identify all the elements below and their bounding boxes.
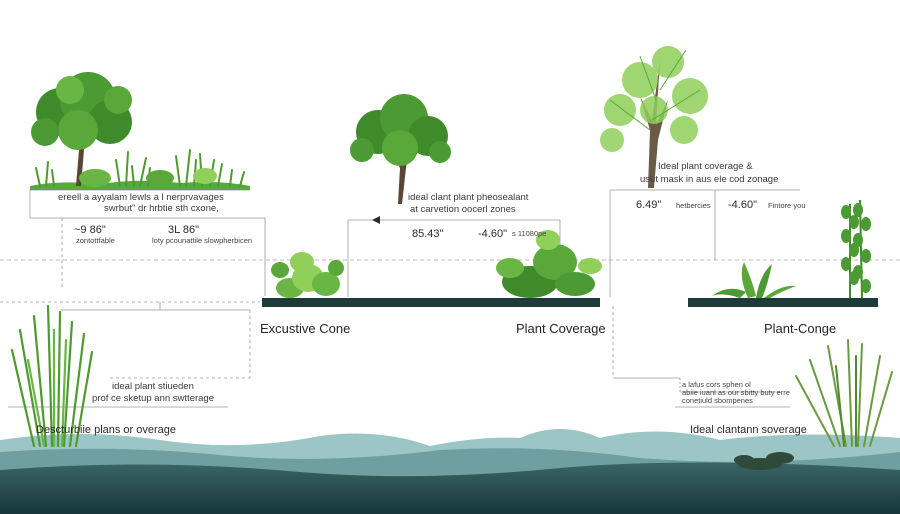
shrub-icon	[271, 252, 344, 298]
grass-tuft-icon	[10, 304, 94, 448]
left-stat-b-value: 3L 86"	[168, 224, 200, 236]
center-stat-b-label: s 11080pe	[512, 229, 547, 238]
agave-icon	[712, 262, 796, 298]
center-stat-a-value: 85.43"	[412, 228, 444, 240]
right-caption-line1: Ideal plant coverage &	[658, 161, 753, 172]
right-stat-b-value: -4.60"	[728, 199, 757, 211]
left-stat-a-value: ~9 86"	[74, 224, 106, 236]
left-stat-b-label: loty pcounattile slowpherbicen	[152, 236, 253, 245]
zone-label-plant-conge: Plant-Conge	[764, 321, 837, 336]
leafless-tree-icon	[600, 46, 708, 188]
arrow-left-icon	[372, 216, 380, 224]
grass-tuft-icon	[795, 339, 893, 447]
shrub-icon	[496, 230, 602, 298]
zone-label-plant-coverage: Plant Coverage	[516, 321, 606, 336]
right-caption-line2: usut mask in aus ele cod zonage	[640, 174, 779, 185]
right-note-line1: a lafus cors sphen ol	[682, 380, 751, 389]
shrub-icon	[79, 168, 217, 187]
right-note-line3: conetiuld sbompenes	[682, 396, 753, 405]
center-caption-line1: ideal clant plant pheosealant	[408, 192, 529, 203]
zone-label-executive: Excustive Cone	[260, 321, 351, 336]
platform-right	[688, 298, 878, 307]
left-bottom-caption: Descturbiie plans or overage	[36, 424, 177, 436]
guide-lines	[0, 189, 900, 408]
right-stat-b-label: Fintore you	[768, 201, 806, 210]
left-note-line1: ideal plant stiueden	[112, 381, 194, 392]
deciduous-tree-icon	[31, 72, 132, 186]
center-caption-line2: at carvetion oocerl zones	[410, 204, 516, 215]
left-note-line2: prof ce sketup ann swtterage	[92, 393, 214, 404]
tall-aquatic-plant-icon	[841, 199, 871, 299]
shrub-icon	[734, 452, 794, 470]
platform-center	[262, 298, 600, 307]
right-bottom-caption: Ideal clantann soverage	[690, 424, 807, 436]
right-stat-a-label: hetbercies	[676, 201, 711, 210]
left-caption-line1: ereell a ayyalam lewls a l nerprvavages	[58, 192, 224, 203]
center-stat-b-value: -4.60"	[478, 228, 507, 240]
right-note-line2: abiie iuanl as our sbitty buty erre	[682, 388, 790, 397]
deciduous-tree-icon	[350, 94, 451, 204]
right-stat-a-value: 6.49"	[636, 199, 662, 211]
water-hills-icon	[0, 429, 900, 514]
left-stat-a-label: zontottfable	[76, 236, 115, 245]
left-caption-line2: swrbut" dr hrbtie sth cxone,	[104, 203, 219, 214]
